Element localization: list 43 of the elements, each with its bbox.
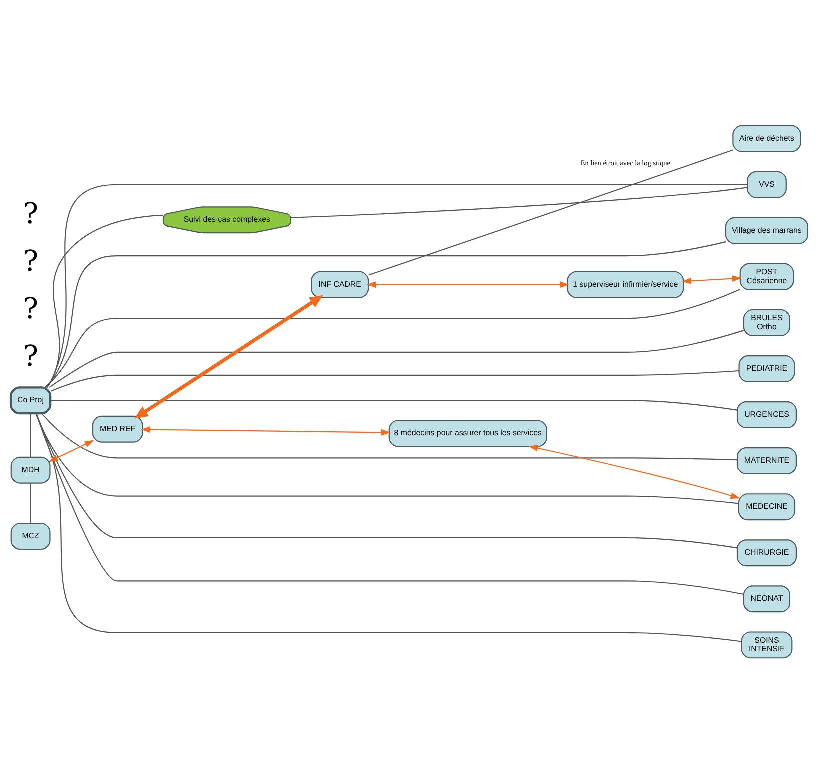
arrow — [48, 440, 94, 462]
arrow — [134, 294, 324, 418]
node-box: Village des marrans — [725, 216, 809, 244]
label: ? — [23, 338, 39, 373]
connector — [49, 330, 744, 388]
connector — [46, 241, 726, 388]
connector — [36, 413, 742, 642]
node-box: Aire de déchets — [732, 124, 802, 152]
node-box: 8 médecins pour assurer tous les services — [388, 420, 548, 447]
connector — [368, 149, 734, 276]
connector — [290, 186, 748, 218]
connector — [41, 412, 738, 460]
node-box: MATERNITE — [736, 447, 797, 474]
node-box: POST Césarienne — [740, 262, 794, 290]
node-box: URGENCES — [736, 401, 797, 428]
node-box: MCZ — [10, 522, 51, 550]
label: ? — [23, 244, 39, 278]
node-box: CHIRURGIE — [736, 539, 797, 566]
connector — [36, 413, 738, 548]
node-box: 1 superviseur infirmier/service — [567, 270, 684, 298]
connector — [36, 412, 744, 594]
arrow — [366, 281, 570, 288]
node-box: MEDECINE — [738, 493, 796, 520]
connector — [50, 400, 738, 410]
node-box: PEDIATRIE — [738, 355, 796, 382]
connector — [44, 288, 740, 388]
node-box: SOINS INTENSIF — [741, 631, 793, 658]
node-box: Co Proj — [10, 386, 52, 414]
node-box: VVS — [747, 170, 787, 198]
connector — [50, 370, 740, 392]
node-box: MED REF — [92, 415, 144, 442]
node-box: MDH — [10, 456, 51, 484]
connector — [30, 482, 32, 523]
connector — [30, 413, 32, 457]
arrow — [682, 275, 742, 284]
label: ? — [23, 291, 39, 326]
node-box: BRULES Ortho — [743, 308, 791, 336]
connector — [46, 184, 748, 388]
node-box: INF CADRE — [311, 270, 370, 298]
node-box: NEONAT — [743, 585, 791, 612]
arrow — [528, 444, 740, 499]
arrow — [141, 426, 391, 436]
label: ? — [23, 196, 39, 230]
